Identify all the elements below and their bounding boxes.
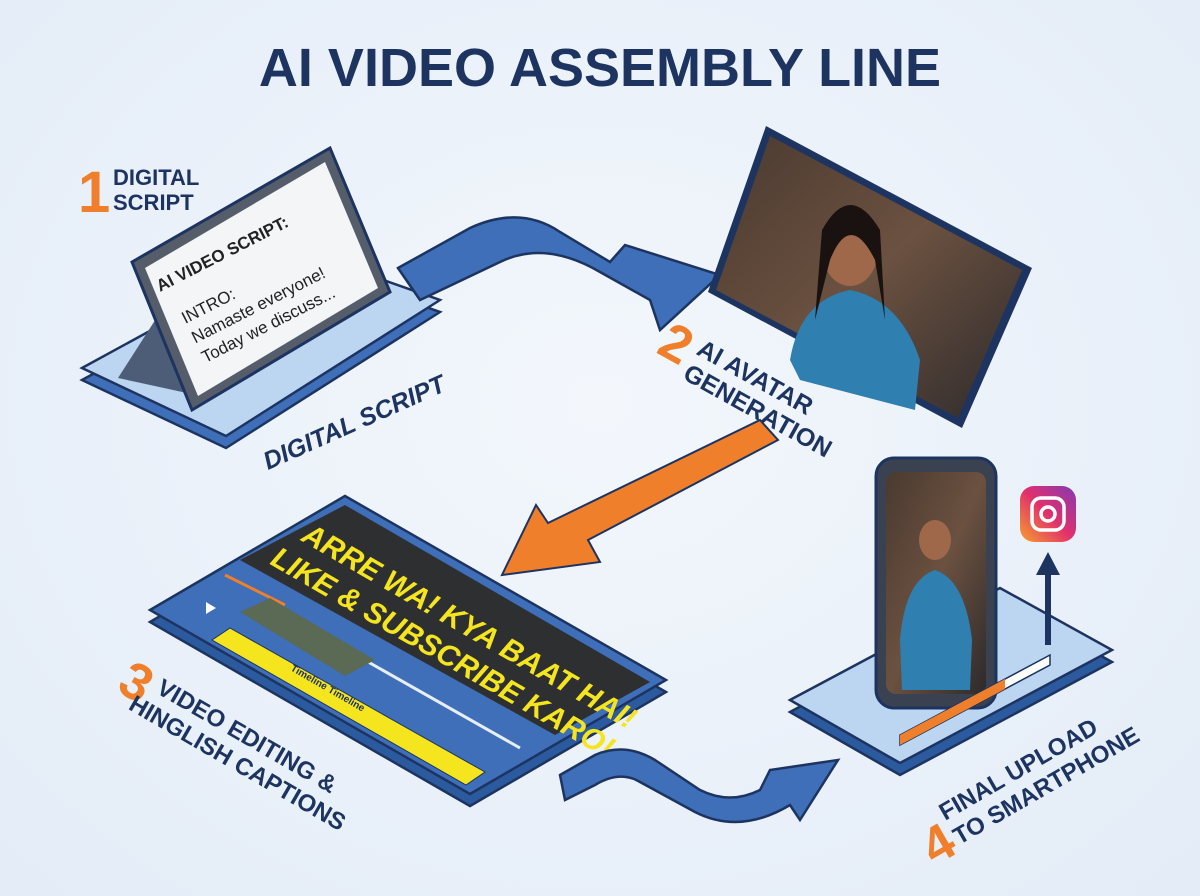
caption-track[interactable] [211,627,486,786]
avatar-saree [790,290,920,410]
instagram-icon-frame [1030,496,1066,532]
step-2-avatar: 2 AI AVATAR GENERATION [649,126,1032,463]
phone-avatar-saree [900,570,972,690]
caption-preview [240,505,650,735]
page-title: AI VIDEO ASSEMBLY LINE [259,38,941,98]
step-4-upload: 4 FINAL UPLOAD TO SMARTPHONE [787,456,1144,877]
playhead[interactable] [224,573,286,607]
video-clip-strip[interactable] [240,598,375,676]
step-1-label-2: SCRIPT [113,190,194,215]
flow-arrow-3-to-4 [558,748,841,824]
phone-avatar-face [919,520,951,560]
step-1-label: DIGITAL [113,165,199,190]
upload-progress-fill [900,679,1005,745]
avatar-video [716,136,1022,418]
upload-arrow-head [1036,552,1060,575]
play-icon[interactable] [206,602,216,614]
flow-arrow-2-to-3 [500,418,780,577]
tablet-screen [145,162,378,396]
flow-arrow-1-to-2 [396,216,723,333]
avatar-hair [815,205,885,320]
step-1-digital-script: 1 DIGITAL SCRIPT AI VIDEO SCRIPT: INTRO:… [78,145,452,475]
step-1-number: 1 [78,160,110,225]
instagram-icon-lens [1039,505,1057,523]
instagram-icon[interactable] [1020,486,1076,542]
